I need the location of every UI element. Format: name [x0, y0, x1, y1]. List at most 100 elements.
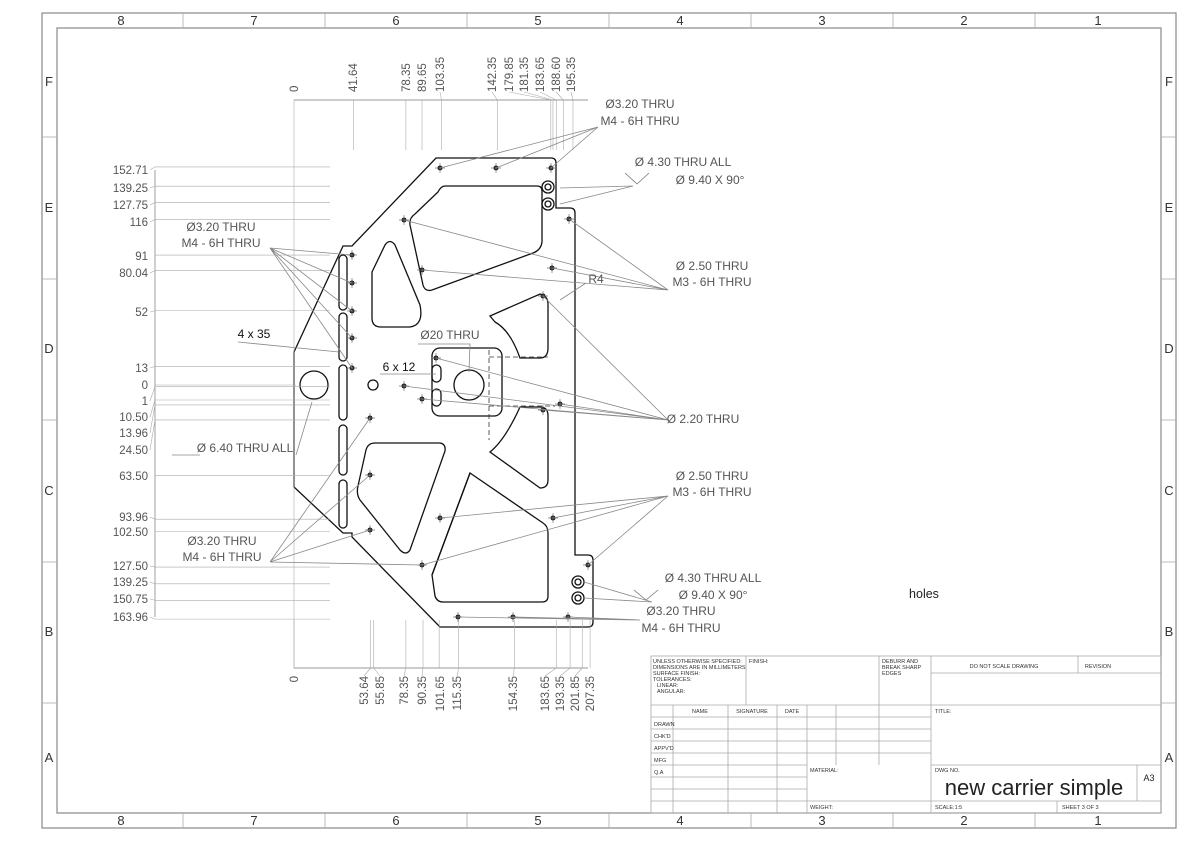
zone-col-bottom: 8 [117, 813, 124, 828]
zone-col-top: 4 [676, 13, 683, 28]
small-holes [347, 163, 593, 622]
view-label: holes [909, 587, 939, 601]
callout-small-holes: Ø 2.20 THRU [667, 412, 739, 426]
zone-col-bottom: 7 [250, 813, 257, 828]
callout-slot-4x35: 4 x 35 [238, 327, 271, 341]
general-note-line: ANGULAR: [657, 689, 686, 695]
outer-border [41, 12, 1177, 829]
callout-leaders [172, 126, 669, 621]
zone-row-right: A [1165, 750, 1174, 765]
dim-bottom-value: 0 [289, 676, 301, 682]
dim-bottom-value: 101.65 [435, 676, 447, 711]
col-name: NAME [692, 709, 708, 715]
dim-jog [149, 399, 156, 418]
callout-csk-bot-dia: Ø 4.30 THRU ALL [665, 571, 762, 585]
zone-row-left: F [45, 74, 53, 89]
dim-jog [149, 581, 156, 585]
dim-jog [539, 91, 557, 101]
callout-m4-lowleft-dia: Ø3.20 THRU [187, 534, 256, 548]
approval-row-label: CHK'D [654, 734, 671, 740]
dim-top-value: 179.85 [504, 57, 516, 92]
drawing-name: new carrier simple [945, 775, 1124, 800]
zone-col-bottom: 5 [534, 813, 541, 828]
dim-bottom-value: 183.65 [540, 676, 552, 711]
approval-row-label: DRAWN [654, 722, 675, 728]
dim-bottom-value: 55.85 [375, 676, 387, 705]
dim-top-value: 0 [289, 86, 301, 92]
dim-jog [512, 667, 515, 677]
deburr-line: EDGES [882, 671, 902, 677]
dim-jog [570, 91, 574, 101]
col-date: DATE [785, 709, 800, 715]
dim-top-value: 103.35 [435, 57, 447, 92]
dim-jog [149, 598, 156, 601]
dim-left-value: 13.96 [119, 428, 148, 440]
dim-jog [523, 91, 554, 101]
general-note-line: SURFACE FINISH: [653, 671, 701, 677]
zone-col-top: 1 [1094, 13, 1101, 28]
zone-col-top: 5 [534, 13, 541, 28]
dim-jog [149, 366, 156, 369]
title-block [650, 655, 1162, 814]
zone-col-top: 2 [960, 13, 967, 28]
callout-center-hole: Ø20 THRU [420, 328, 479, 342]
zone-row-left: C [44, 483, 53, 498]
dim-left-value: 13 [135, 363, 148, 375]
part-outline [293, 157, 594, 628]
dim-left-value: 127.50 [113, 561, 148, 573]
dim-jog [149, 166, 156, 171]
callout-m4-bot-dia: Ø3.20 THRU [646, 604, 715, 618]
title-label: TITLE: [935, 709, 952, 715]
dwg-no-label: DWG NO. [935, 768, 960, 774]
dim-left-value: 52 [135, 307, 148, 319]
dim-top-value: 89.65 [417, 63, 429, 92]
zone-row-left: E [45, 200, 54, 215]
zone-col-top: 8 [117, 13, 124, 28]
dim-left-value: 80.04 [119, 268, 148, 280]
dim-left-value: 102.50 [113, 527, 148, 539]
callout-csk-top-spec: Ø 9.40 X 90° [676, 173, 745, 187]
callout-m4-left-thread: M4 - 6H THRU [181, 236, 260, 250]
callout-m4-top-thread: M4 - 6H THRU [600, 114, 679, 128]
dim-bottom-value: 78.35 [399, 676, 411, 705]
callout-m4-lowleft-thread: M4 - 6H THRU [182, 550, 261, 564]
sheet-number: SHEET 3 OF 3 [1062, 805, 1099, 811]
dim-top-value: 78.35 [401, 63, 413, 92]
zone-row-left: A [45, 750, 54, 765]
dim-left-value: 139.25 [113, 183, 148, 195]
zone-col-bottom: 6 [392, 813, 399, 828]
zone-ticks [42, 13, 1176, 828]
dim-bottom-value: 53.64 [359, 675, 371, 704]
dim-top-value: 41.64 [348, 63, 360, 92]
do-not-scale: DO NOT SCALE DRAWING [970, 664, 1039, 670]
hidden-lines [488, 350, 555, 440]
dim-top-value: 183.65 [535, 57, 547, 92]
dim-jog [149, 616, 156, 620]
callout-csk-top-dia: Ø 4.30 THRU ALL [635, 155, 732, 169]
dim-jog [555, 91, 564, 101]
dim-left-value: 10.50 [119, 412, 148, 424]
dim-jog [149, 565, 156, 568]
approval-row-label: MFG [654, 758, 666, 764]
dim-left-value: 1 [142, 396, 148, 408]
zone-row-right: F [1165, 74, 1173, 89]
general-note-line: UNLESS OTHERWISE SPECIFIED: [653, 659, 742, 665]
callout-m4-bot-thread: M4 - 6H THRU [641, 621, 720, 635]
dim-left-value: 139.25 [113, 577, 148, 589]
dim-jog [544, 667, 557, 677]
dim-jog [149, 185, 156, 189]
dimensions-left: 152.71139.25127.751169180.0452130110.501… [113, 165, 330, 624]
dim-bottom-value: 115.35 [452, 676, 464, 710]
dim-left-value: 152.71 [113, 165, 148, 177]
deburr-line: DEBURR AND [882, 659, 918, 665]
dim-jog [149, 270, 156, 274]
dim-jog [491, 91, 498, 101]
callout-m4-top-dia: Ø3.20 THRU [605, 97, 674, 111]
dim-left-value: 163.96 [113, 612, 148, 624]
zone-col-bottom: 4 [676, 813, 683, 828]
dim-bottom-value: 90.35 [417, 676, 429, 705]
zone-col-bottom: 1 [1094, 813, 1101, 828]
dim-left-value: 0 [142, 380, 148, 392]
